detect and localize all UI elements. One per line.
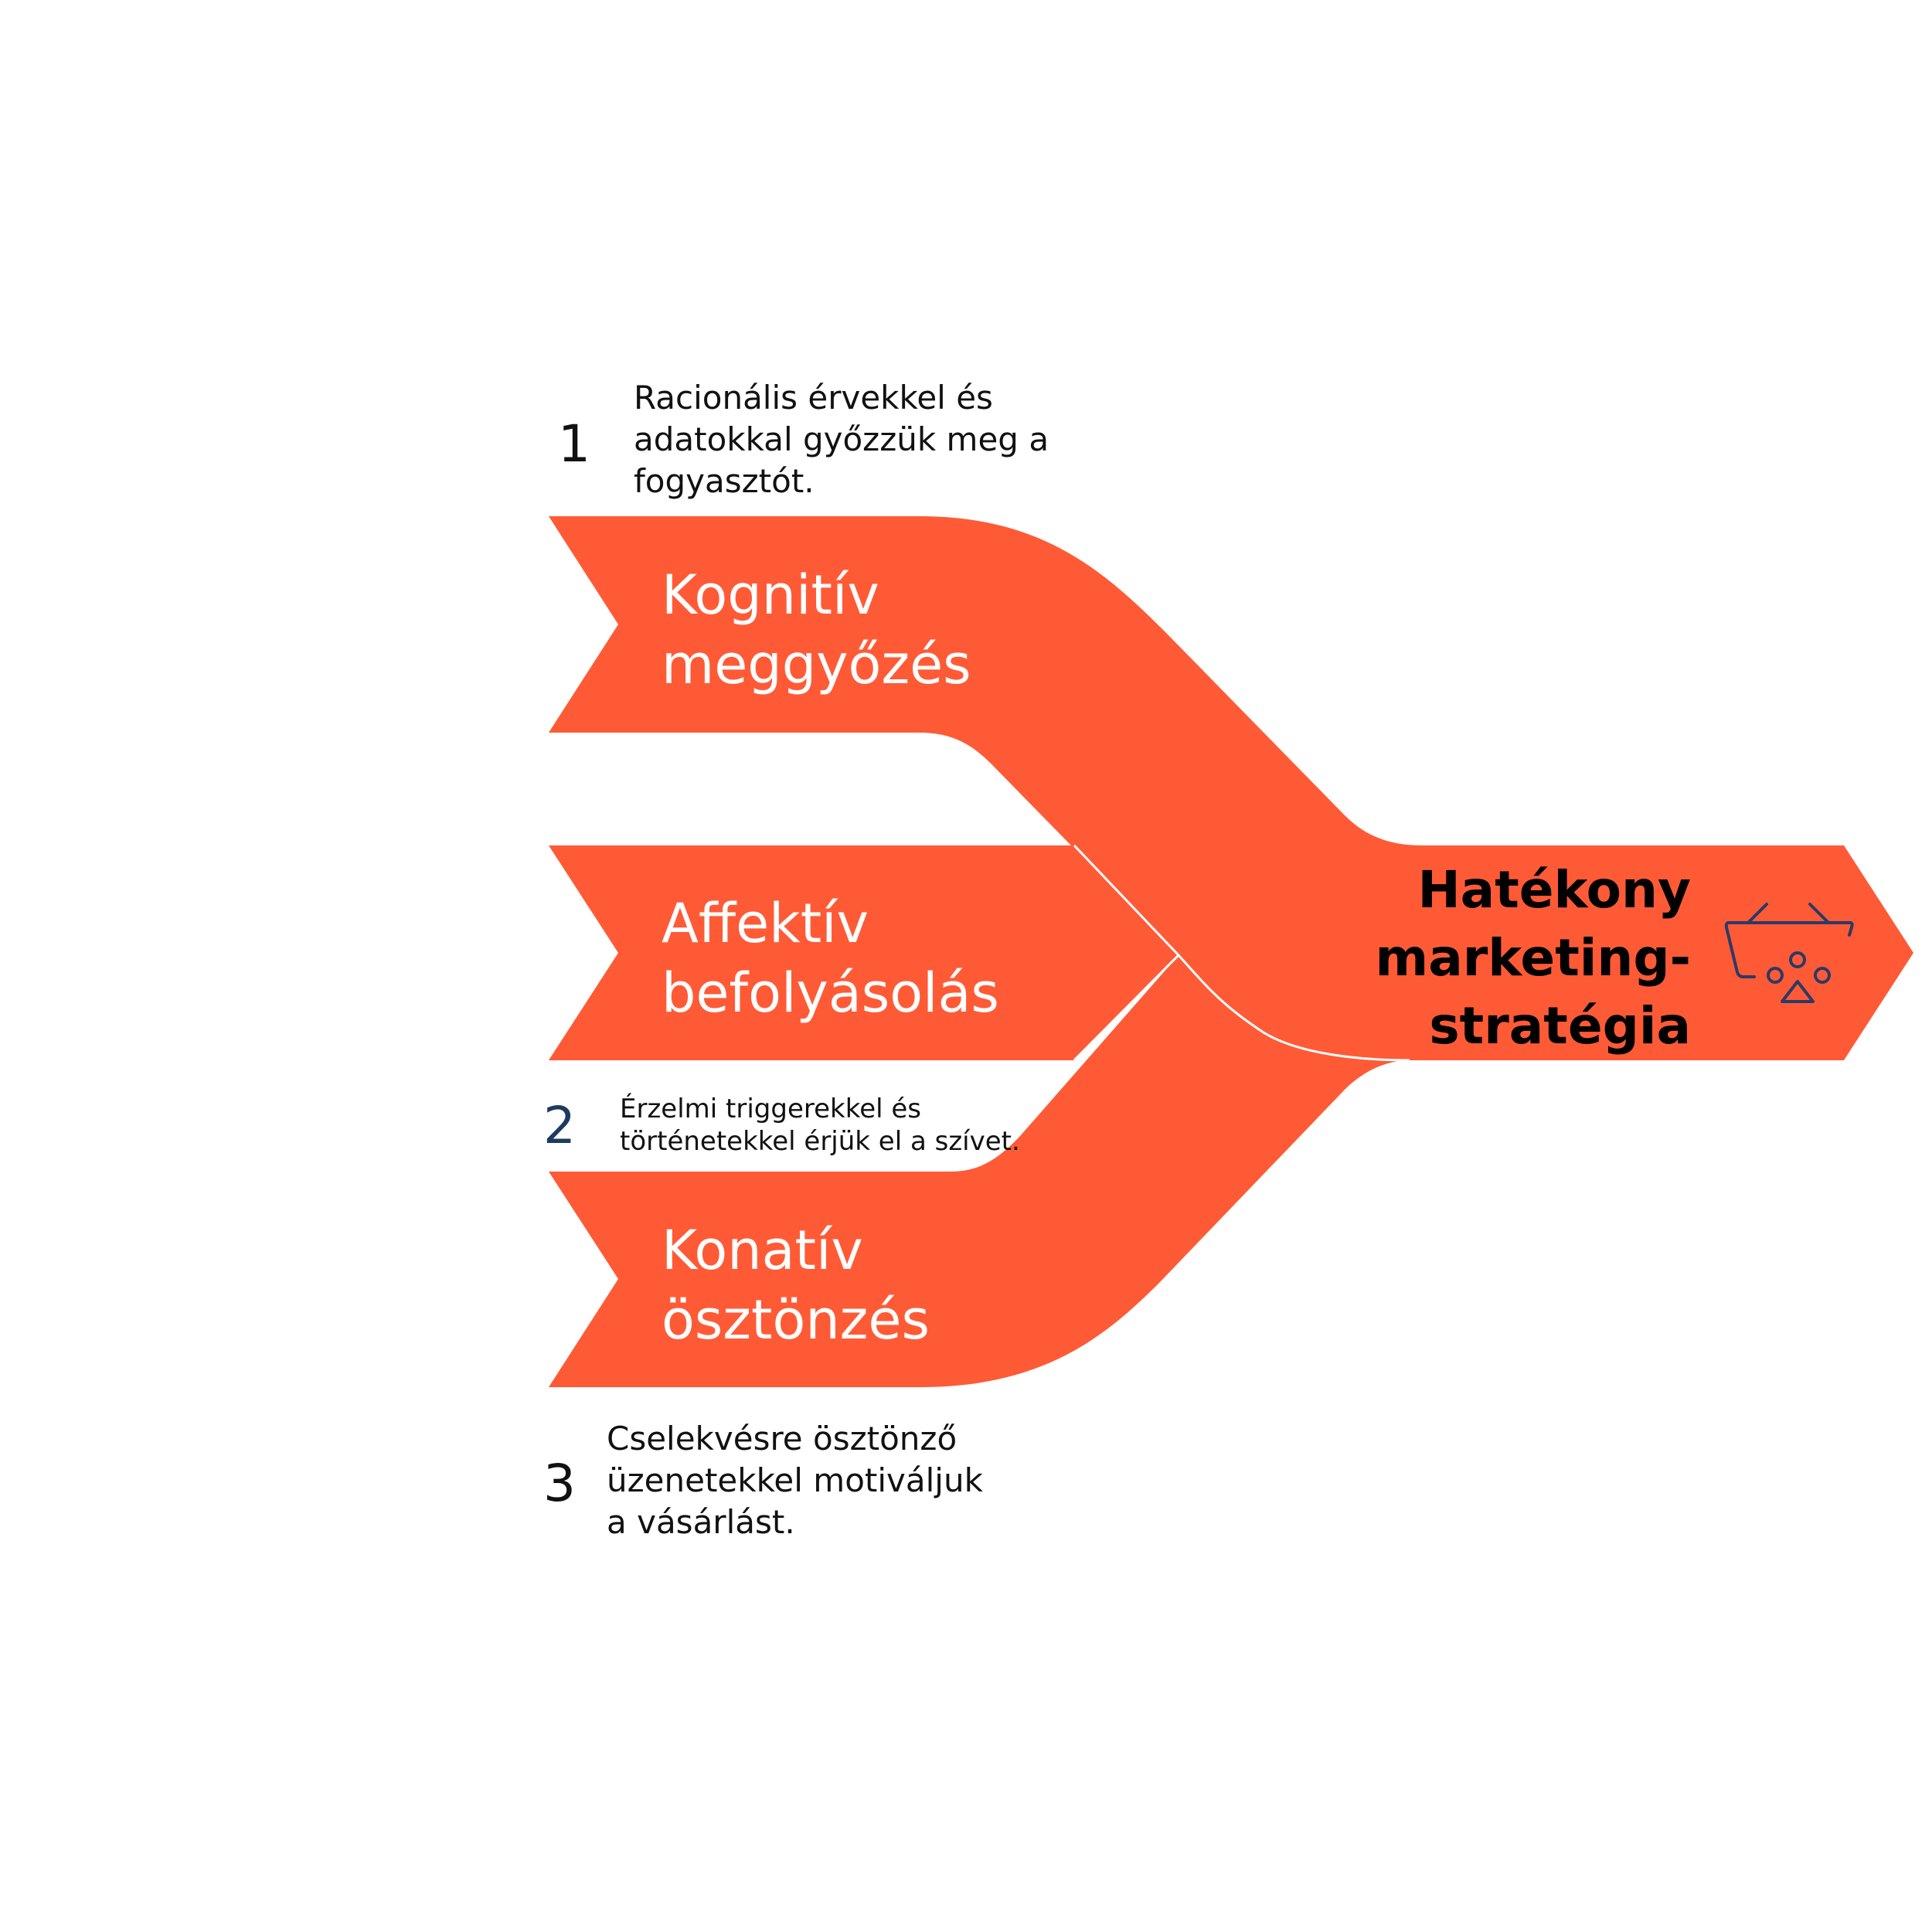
ribbon-label-kognitiv-line2: meggyőzés <box>662 633 971 696</box>
step-description-2: Érzelmi triggerekkel és történetekkel ér… <box>620 1093 1020 1158</box>
step-description-1: Racionális érvekkel és adatokkal győzzük… <box>634 377 1049 502</box>
step-description-1-line1: Racionális érvekkel és <box>634 379 993 417</box>
result-label-line2: marketing- <box>1375 928 1691 988</box>
step-description-2-line2: történetekkel érjük el a szívet. <box>620 1126 1020 1157</box>
merge-separator-bottom <box>1073 954 1180 1062</box>
ribbon-label-konativ-line1: Konatív <box>662 1219 863 1282</box>
step-description-3-line1: Cselekvésre ösztönző <box>607 1420 957 1458</box>
step-number-2: 2 <box>543 1096 576 1155</box>
step-description-3: Cselekvésre ösztönző üzenetekkel motivál… <box>607 1418 983 1543</box>
step-number-1: 1 <box>558 414 590 474</box>
ribbon-label-kognitiv-line1: Kognitív <box>662 563 879 627</box>
result-label: Hatékony marketing- stratégia <box>1375 856 1691 1060</box>
step-description-3-line3: a vásárlást. <box>607 1503 795 1541</box>
ribbon-label-kognitiv: Kognitív meggyőzés <box>662 560 971 699</box>
step-description-1-line2: adatokkal győzzük meg a <box>634 420 1049 458</box>
ribbon-label-konativ: Konatív ösztönzés <box>662 1216 930 1355</box>
ribbon-label-affektiv-line2: befolyásolás <box>662 961 999 1025</box>
step-description-2-line1: Érzelmi triggerekkel és <box>620 1094 922 1124</box>
result-label-line1: Hatékony <box>1417 860 1691 920</box>
step-number-3: 3 <box>543 1454 576 1513</box>
ribbon-affektiv <box>549 845 1179 1060</box>
merge-separator-top <box>1073 844 1410 1062</box>
shopping-basket-icon <box>1724 903 1854 1003</box>
result-arrow <box>1352 845 1913 1060</box>
step-description-3-line2: üzenetekkel motiváljuk <box>607 1461 983 1499</box>
ribbon-konativ <box>549 955 1410 1387</box>
ribbon-kognitiv <box>549 516 1430 1060</box>
ribbon-label-affektiv-line1: Affektív <box>662 892 869 955</box>
step-description-1-line3: fogyasztót. <box>634 462 815 500</box>
ribbon-label-affektiv: Affektív befolyásolás <box>662 889 999 1028</box>
ribbon-label-konativ-line2: ösztönzés <box>662 1288 930 1352</box>
result-label-line3: stratégia <box>1429 996 1691 1056</box>
